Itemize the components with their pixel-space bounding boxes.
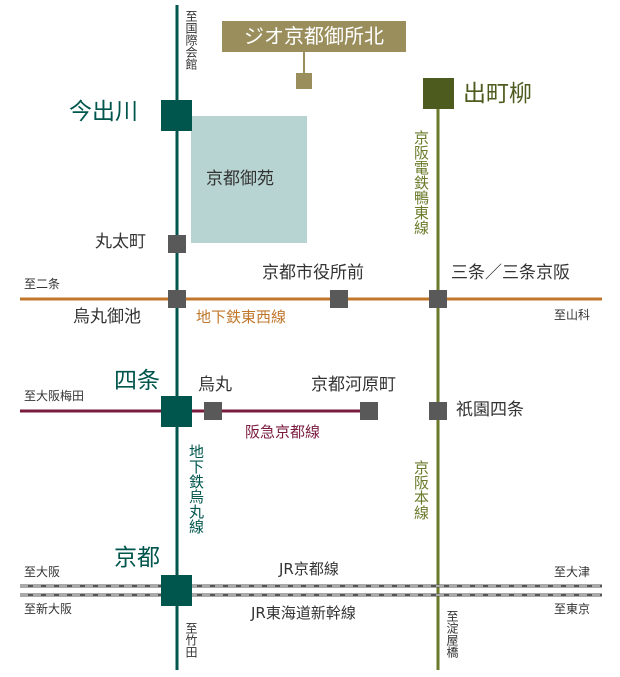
station-shiyakusho-marker	[330, 290, 348, 308]
park-label: 京都御苑	[206, 169, 274, 189]
station-shijo-marker	[161, 396, 192, 427]
direction-nijo: 至二条	[24, 277, 61, 291]
keihan-main-line-label: 京阪本線	[412, 460, 430, 520]
direction-otsu: 至大津	[554, 565, 591, 579]
property-marker	[296, 73, 312, 89]
station-karasuma-label: 烏丸	[198, 375, 232, 395]
direction-shin-osaka: 至新大阪	[24, 602, 73, 616]
station-karasuma-oike-marker	[168, 290, 186, 308]
direction-yodoyabashi: 至淀屋橋	[445, 610, 459, 658]
direction-osaka-umeda: 至大阪梅田	[24, 389, 85, 403]
station-kawaramachi-label: 京都河原町	[311, 375, 396, 395]
direction-tokyo: 至東京	[554, 602, 591, 616]
direction-yamashina: 至山科	[554, 308, 591, 322]
karasuma-line-label: 地下鉄烏丸線	[187, 444, 205, 534]
station-shijo-label: 四条	[114, 368, 160, 394]
station-kawaramachi-marker	[360, 402, 378, 420]
station-gion-shijo-label: 祇園四条	[456, 400, 524, 420]
property-label: ジオ京都御所北	[222, 21, 406, 52]
station-marutamachi-label: 丸太町	[95, 232, 146, 252]
station-gion-shijo-marker	[429, 402, 447, 420]
jr-shinkansen-line-label: JR東海道新幹線	[251, 604, 356, 622]
jr-kyoto-line-label: JR京都線	[279, 560, 339, 578]
direction-takeda: 至竹田	[184, 622, 198, 658]
station-sanjo-label: 三条／三条京阪	[451, 263, 570, 283]
station-shiyakusho-label: 京都市役所前	[262, 263, 364, 283]
station-demachiyanagi-marker	[423, 78, 454, 109]
station-demachiyanagi-label: 出町柳	[463, 81, 532, 107]
station-marutamachi-marker	[168, 235, 186, 253]
keihan-oto-line-label: 京阪電鉄鴨東線	[412, 130, 430, 235]
station-kyoto-label: 京都	[114, 545, 160, 571]
tozai-line-label: 地下鉄東西線	[196, 308, 287, 326]
station-karasuma-oike-label: 烏丸御池	[73, 307, 141, 327]
direction-kokusai: 至国際会館	[184, 10, 198, 70]
station-kyoto-marker	[161, 575, 192, 606]
station-karasuma-marker	[204, 402, 222, 420]
station-imadegawa-label: 今出川	[69, 99, 138, 125]
park-area	[191, 116, 307, 243]
hankyu-line-label: 阪急京都線	[245, 423, 321, 441]
station-sanjo-marker	[429, 290, 447, 308]
station-imadegawa-marker	[161, 100, 192, 131]
direction-osaka: 至大阪	[24, 565, 61, 579]
